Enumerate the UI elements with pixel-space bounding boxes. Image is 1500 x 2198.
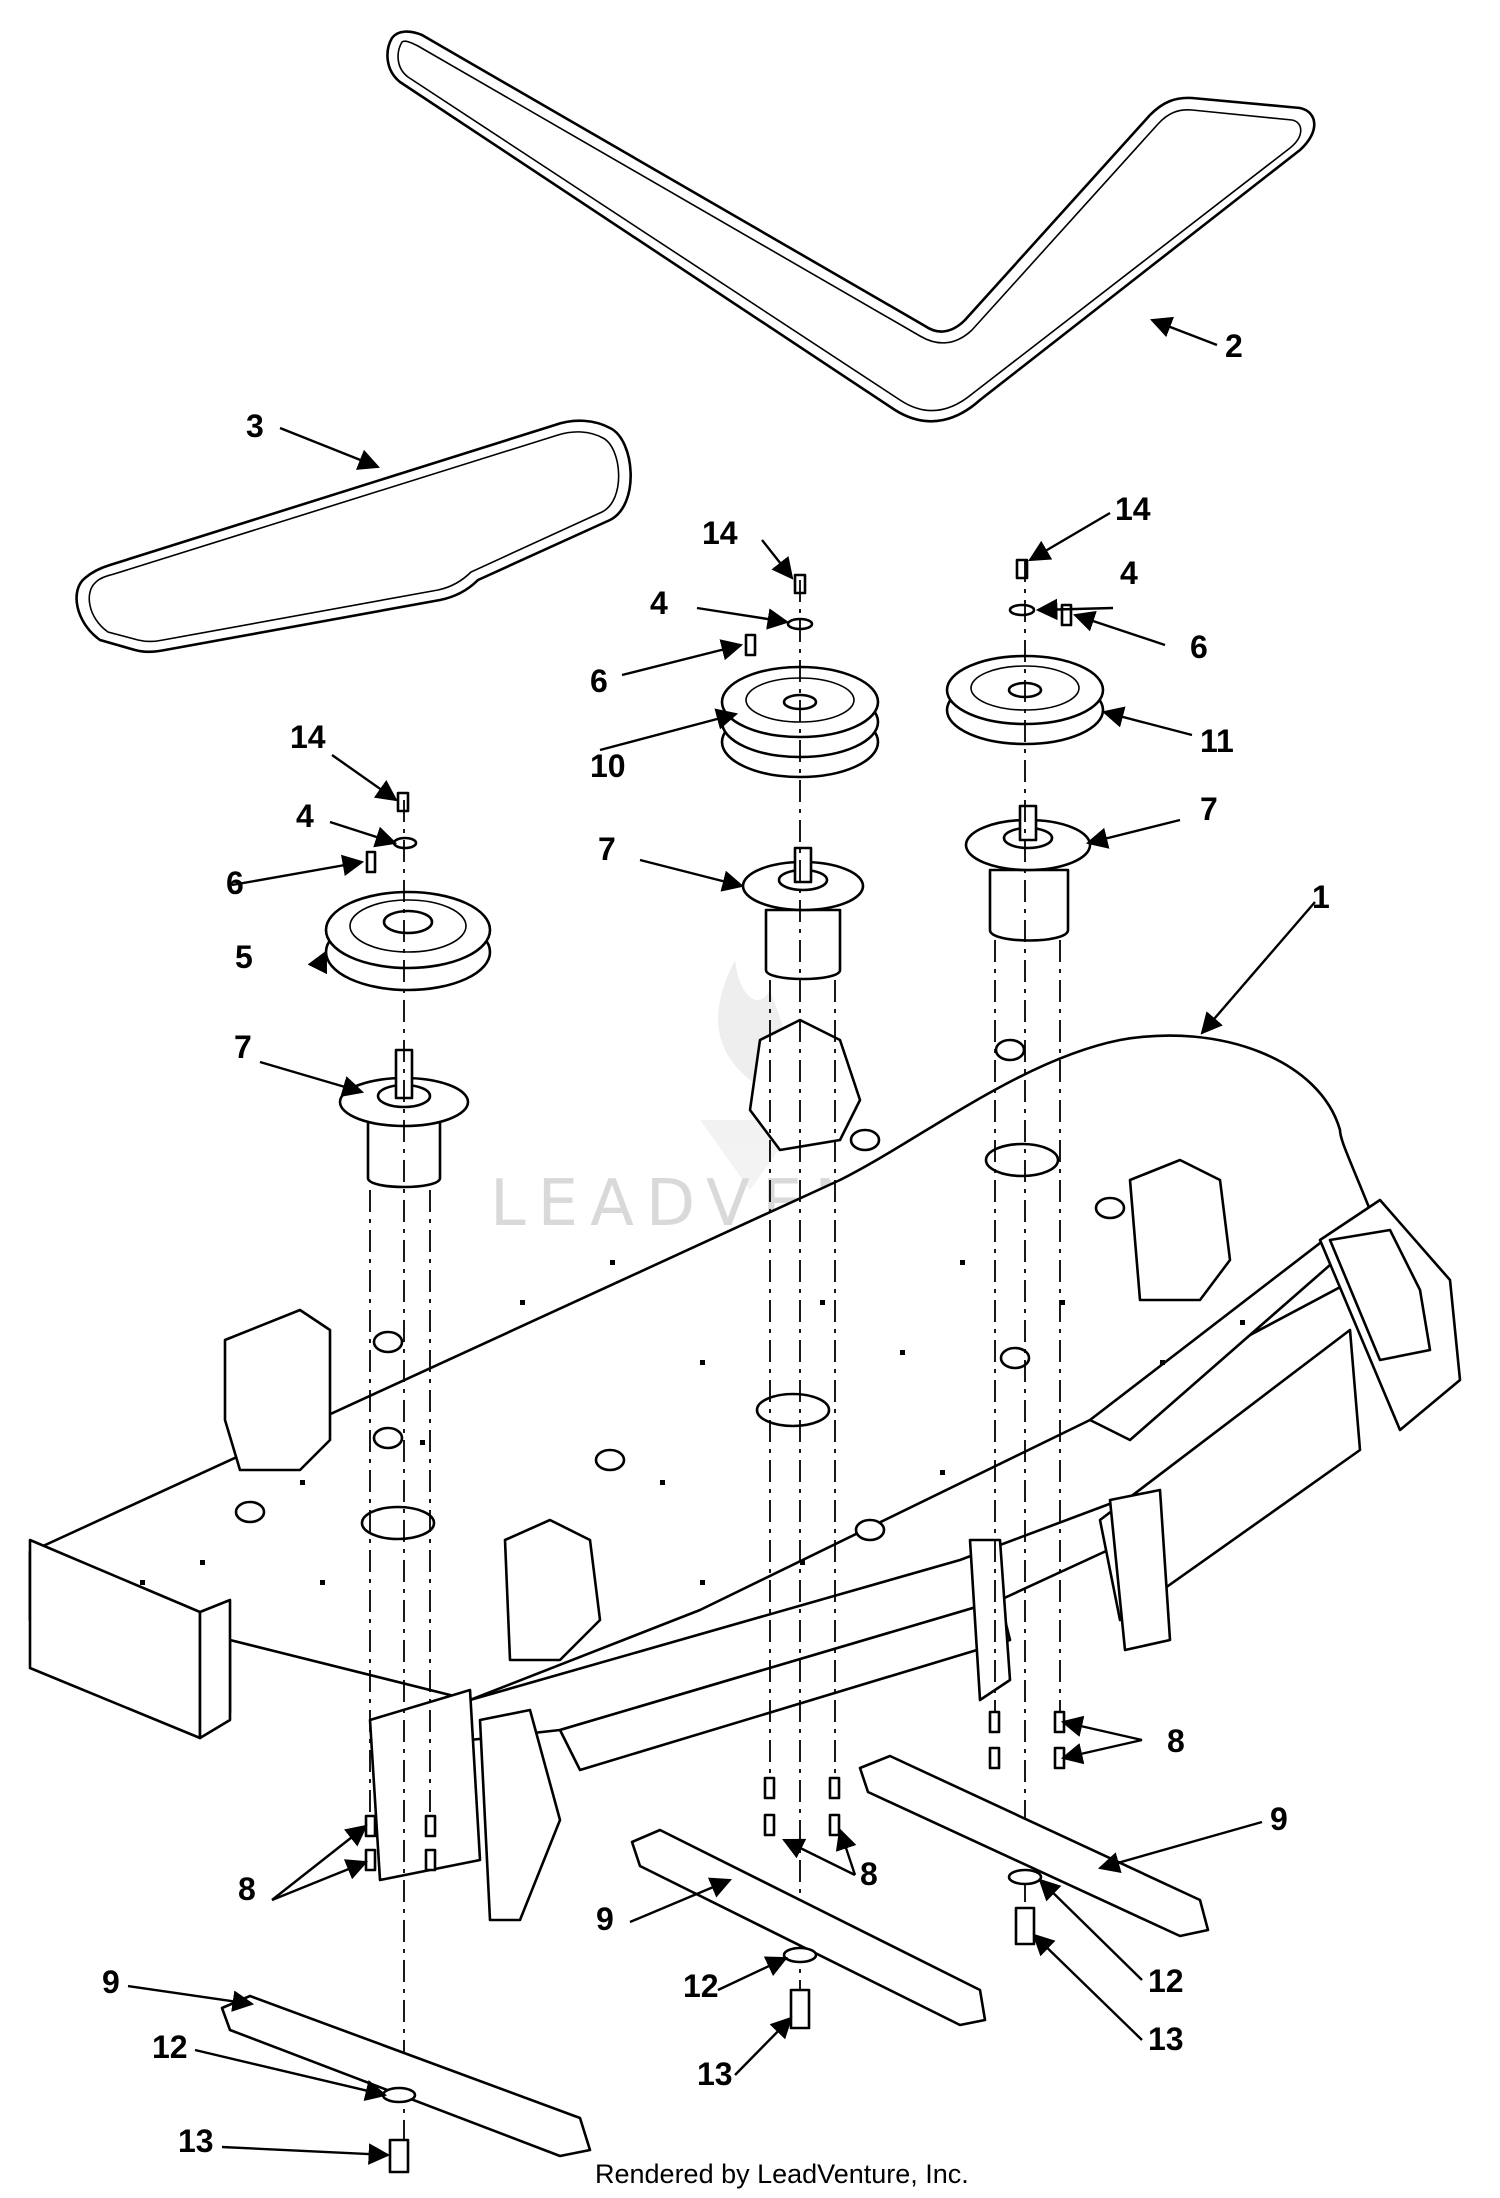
callout-6-right: 6 [1190,629,1208,665]
spindle-right [964,804,1092,942]
pulley-5 [324,890,492,992]
callout-4-left: 4 [296,798,314,834]
belt-small [75,419,632,654]
assembly-axes [369,560,1061,2170]
callout-6-left: 6 [226,865,244,901]
callout-14-right: 14 [1115,491,1151,527]
hardware-top [365,558,1073,874]
callout-13-right: 13 [1148,2021,1184,2057]
callout-7-right: 7 [1200,791,1218,827]
callout-8-center: 8 [860,1856,878,1892]
callout-10: 10 [590,748,626,784]
callout-1: 1 [1312,879,1330,915]
callout-12-left: 12 [152,2029,188,2065]
spindle-center [741,846,865,981]
callout-7-left: 7 [234,1029,252,1065]
callout-14-center: 14 [702,515,738,551]
blade-right [858,1754,1210,1938]
callout-12-center: 12 [683,1968,719,2004]
blade-left [220,1994,592,2158]
callouts: 1 2 3 4 4 4 5 6 6 6 7 7 7 8 8 8 9 9 9 10… [102,328,1330,2159]
callout-9-right: 9 [1270,1801,1288,1837]
callout-8-right: 8 [1167,1723,1185,1759]
leader-lines [127,316,1316,2165]
callout-14-left: 14 [290,719,326,755]
belt-large [386,30,1316,423]
callout-2: 2 [1225,328,1243,364]
callout-12-right: 12 [1148,1963,1184,1999]
hardware-bottom [364,1710,1066,2174]
callout-5: 5 [235,939,253,975]
callout-7-center: 7 [598,831,616,867]
callout-13-left: 13 [178,2123,214,2159]
callout-9-left: 9 [102,1964,120,2000]
callout-4-center: 4 [650,585,668,621]
callout-4-right: 4 [1120,555,1138,591]
callout-9-center: 9 [596,1901,614,1937]
rendered-by-footer: Rendered by LeadVenture, Inc. [595,2159,969,2189]
callout-13-center: 13 [697,2056,733,2092]
callout-6-center: 6 [590,663,608,699]
callout-11: 11 [1200,723,1234,759]
callout-3: 3 [246,408,264,444]
deck-housing [28,1018,1462,1922]
deck-slots [140,1260,1245,1585]
callout-8-left: 8 [238,1871,256,1907]
